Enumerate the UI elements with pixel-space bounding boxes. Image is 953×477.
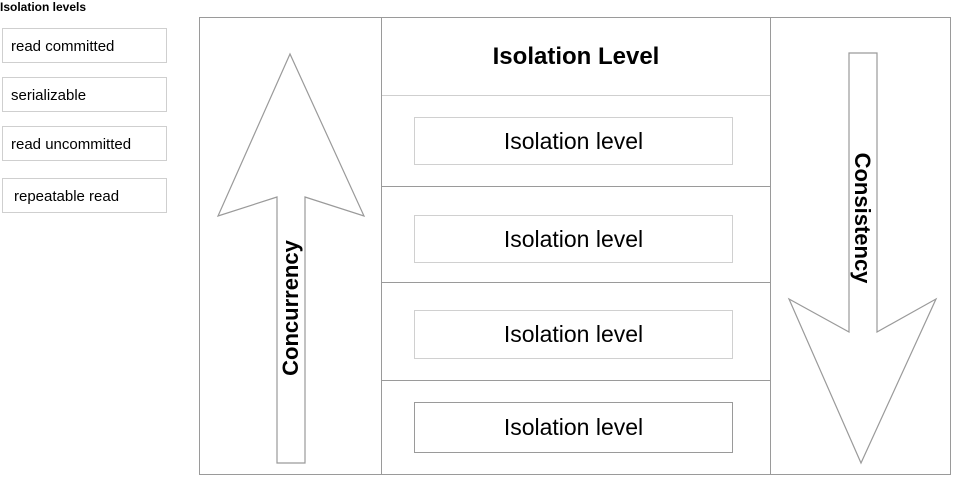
- direction-arrows: Concurrency Consistency: [216, 52, 938, 465]
- drop-target-4[interactable]: Isolation level: [414, 402, 733, 453]
- row-divider-1: [382, 186, 770, 187]
- drop-target-3[interactable]: Isolation level: [414, 310, 733, 359]
- down-arrow-icon: [787, 52, 938, 465]
- drop-target-2[interactable]: Isolation level: [414, 215, 733, 263]
- consistency-label: Consistency: [850, 153, 875, 285]
- option-read-uncommitted[interactable]: read uncommitted: [2, 126, 167, 161]
- palette-title: Isolation levels: [0, 0, 87, 14]
- option-serializable[interactable]: serializable: [2, 77, 167, 112]
- row-divider-2: [382, 282, 770, 283]
- left-column-divider: [381, 18, 382, 474]
- isolation-matrix: Isolation Level Isolation level Isolatio…: [199, 17, 951, 475]
- option-read-committed[interactable]: read committed: [2, 28, 167, 63]
- row-divider-3: [382, 380, 770, 381]
- up-arrow-icon: [216, 52, 366, 464]
- header-divider: [382, 95, 770, 96]
- concurrency-label: Concurrency: [278, 239, 303, 375]
- right-column-divider: [770, 18, 771, 474]
- option-repeatable-read[interactable]: repeatable read: [2, 178, 167, 213]
- drop-target-1[interactable]: Isolation level: [414, 117, 733, 165]
- column-title: Isolation Level: [492, 42, 660, 70]
